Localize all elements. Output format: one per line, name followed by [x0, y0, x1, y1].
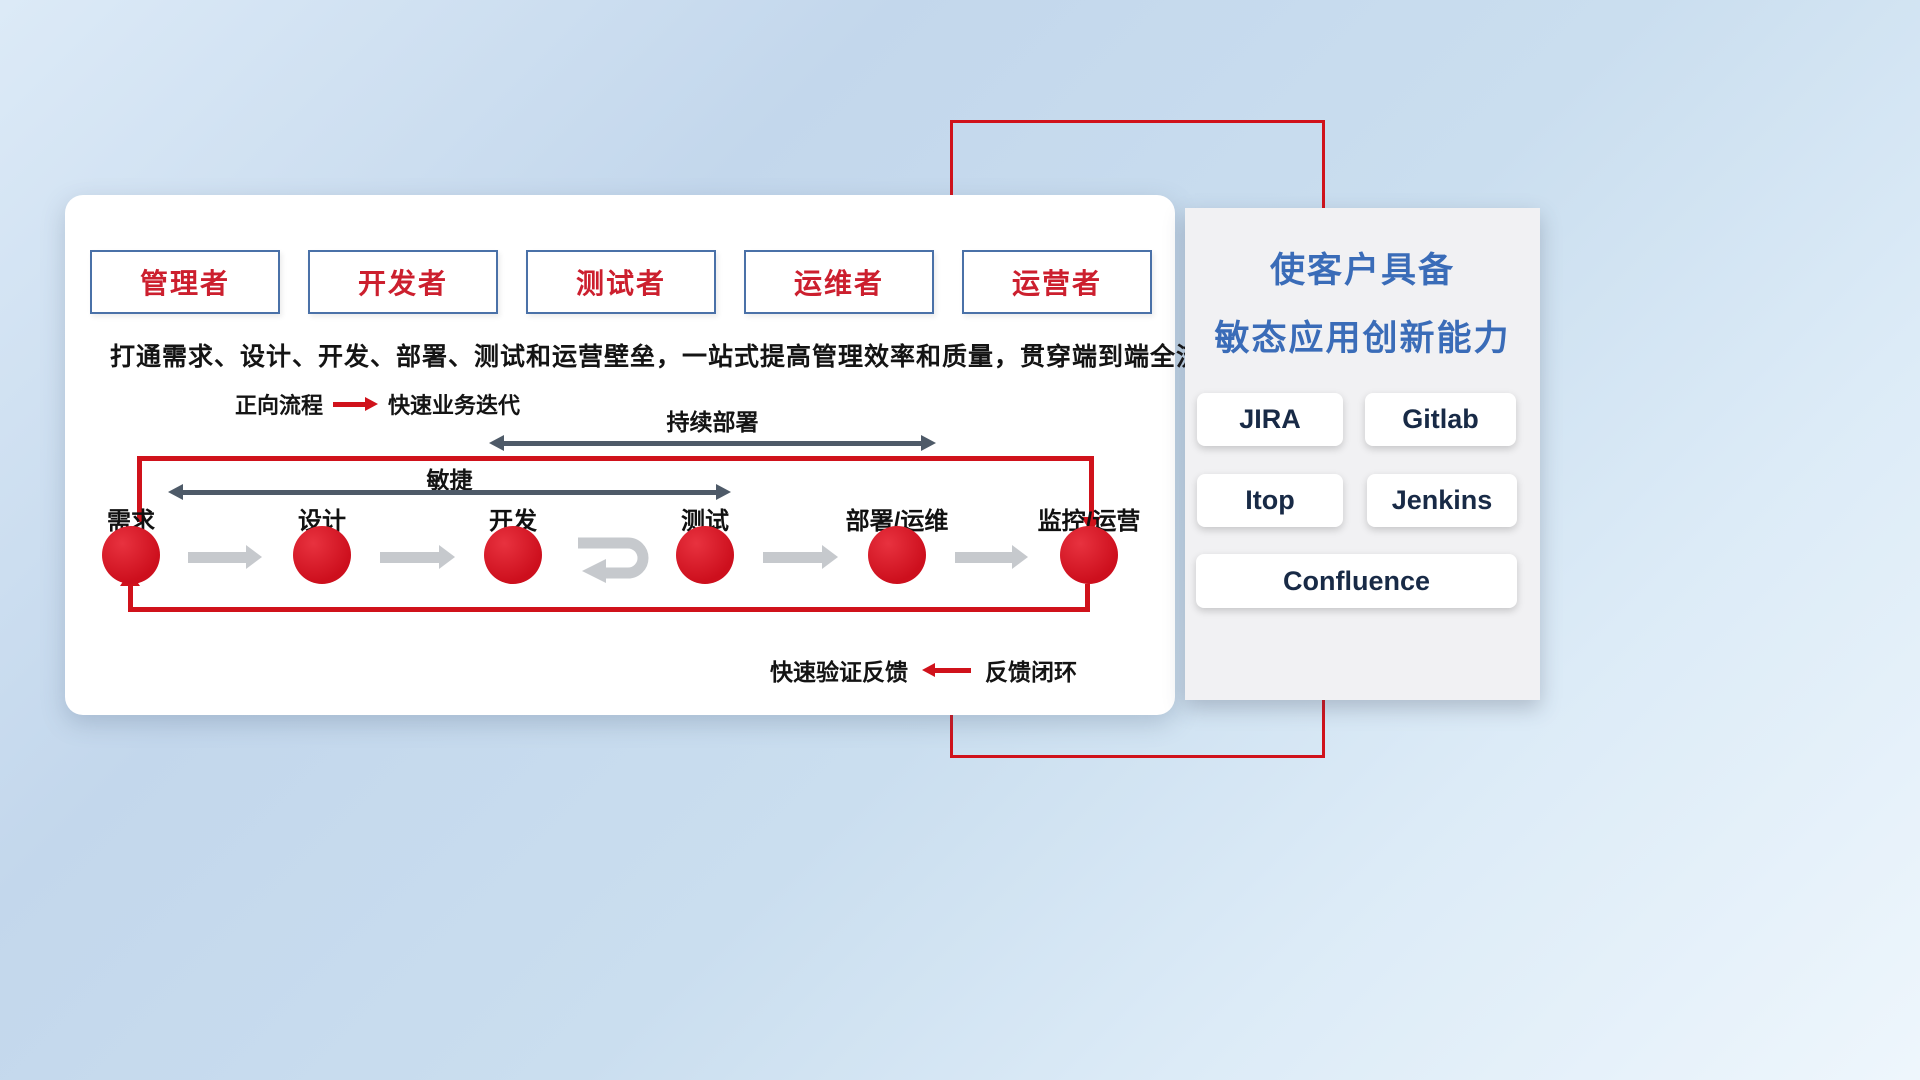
- role-box-ops: 运维者: [744, 250, 934, 314]
- continuous-deploy-arrow: [489, 435, 936, 451]
- feedback-loop-bottom-line: [128, 584, 1090, 612]
- legend-forward-label: 正向流程: [235, 393, 324, 418]
- tool-box-jenkins: Jenkins: [1367, 474, 1517, 527]
- arrow-left-head: [168, 484, 183, 500]
- feedback-loop-top-line: [137, 456, 1094, 522]
- role-box-operator: 运营者: [962, 250, 1152, 314]
- stage-circle-testing: [676, 526, 734, 584]
- iteration-loop-icon: [578, 537, 649, 583]
- stage-circle-requirements: [102, 526, 160, 584]
- roles-row: 管理者 开发者 测试者 运维者 运营者: [90, 250, 1152, 314]
- tool-box-itop: Itop: [1197, 474, 1343, 527]
- panel-title-line1: 使客户具备: [1269, 251, 1455, 290]
- tool-box-jira: JIRA: [1197, 393, 1343, 446]
- legend-forward-flow: 正向流程 快速业务迭代: [235, 388, 520, 420]
- role-box-manager: 管理者: [90, 250, 280, 314]
- flow-arrow-1: [188, 545, 262, 569]
- flow-description: 打通需求、设计、开发、部署、测试和运营壁垒，一站式提高管理效率和质量，贯穿端到端…: [110, 343, 1229, 371]
- arrow-right-head: [921, 435, 936, 451]
- role-label: 运维者: [793, 268, 884, 299]
- devops-flow-card: 管理者 开发者 测试者 运维者 运营者 打通需求、设计、开发、部署、测试和运营壁…: [65, 195, 1229, 715]
- stage-circle-deploy-ops: [868, 526, 926, 584]
- stage-circle-monitor-operations: [1060, 526, 1118, 584]
- dev-test-iteration-arrow: [570, 527, 660, 588]
- agile-label: 敏捷: [426, 467, 473, 493]
- legend-feedback-loop: 快速验证反馈 反馈闭环: [770, 653, 1077, 687]
- role-label: 运营者: [1011, 268, 1102, 299]
- feedback-arrow-icon: [922, 663, 971, 677]
- legend-forward-value: 快速业务迭代: [388, 393, 521, 418]
- role-label: 测试者: [575, 268, 666, 299]
- continuous-deploy-label: 持续部署: [666, 409, 759, 435]
- flow-arrow-3: [763, 545, 838, 569]
- role-label: 管理者: [139, 268, 230, 299]
- role-box-tester: 测试者: [526, 250, 716, 314]
- stage-circle-development: [484, 526, 542, 584]
- legend-feedback-label: 快速验证反馈: [770, 659, 908, 685]
- capability-panel: 使客户具备 敏态应用创新能力 JIRA Gitlab Itop Jenkins …: [1185, 208, 1540, 700]
- agile-arrow: [168, 484, 731, 500]
- flow-arrow-4: [955, 545, 1028, 569]
- tool-box-confluence: Confluence: [1196, 554, 1517, 608]
- stage-circle-design: [293, 526, 351, 584]
- legend-feedback-value: 反馈闭环: [985, 659, 1077, 685]
- flow-arrow-2: [380, 545, 455, 569]
- role-label: 开发者: [357, 268, 448, 299]
- panel-title-line2: 敏态应用创新能力: [1214, 319, 1511, 358]
- arrow-left-head: [489, 435, 504, 451]
- role-box-developer: 开发者: [308, 250, 498, 314]
- arrow-right-head: [716, 484, 731, 500]
- tool-box-gitlab: Gitlab: [1365, 393, 1516, 446]
- forward-arrow-icon: [333, 397, 379, 411]
